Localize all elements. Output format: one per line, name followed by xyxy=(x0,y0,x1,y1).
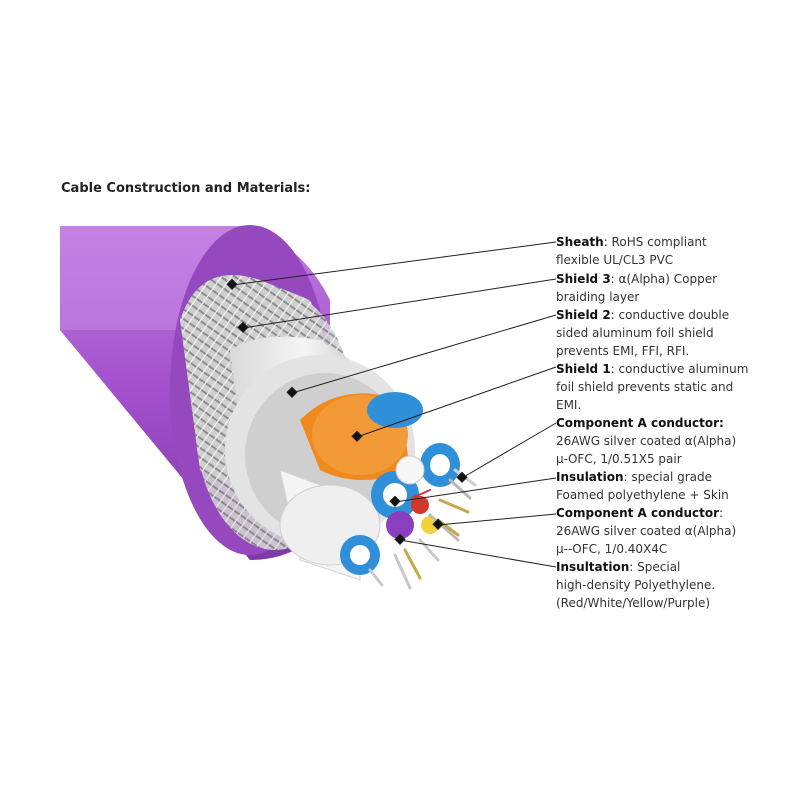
label-shield-1-desc1: : conductive aluminum xyxy=(610,362,749,376)
label-shield-3: Shield 3: α(Alpha) Copper braiding layer xyxy=(556,270,796,306)
label-component-a-1-desc3: μ-OFC, 1/0.51X5 pair xyxy=(556,452,682,466)
label-component-a-1-desc1: : xyxy=(719,416,724,430)
label-shield-2-desc3: prevents EMI, FFI, RFI. xyxy=(556,344,690,358)
label-sheath-name: Sheath xyxy=(556,235,604,249)
label-shield-2-name: Shield 2 xyxy=(556,308,611,322)
label-shield-2-desc2: sided aluminum foil shield xyxy=(556,326,714,340)
label-sheath-desc1: : RoHS compliant xyxy=(603,235,707,249)
label-component-a-1: Component A conductor: 26AWG silver coat… xyxy=(556,414,796,468)
label-shield-2: Shield 2: conductive double sided alumin… xyxy=(556,306,796,360)
label-insulation-desc1: : special grade xyxy=(623,470,712,484)
label-shield-1-desc2: foil shield prevents static and xyxy=(556,380,734,394)
label-sheath-desc2: flexible UL/CL3 PVC xyxy=(556,253,674,267)
label-component-a-1-desc2: 26AWG silver coated α(Alpha) xyxy=(556,434,737,448)
label-shield-3-desc1: : α(Alpha) Copper xyxy=(610,272,718,286)
label-component-a-2-desc1: : xyxy=(719,506,724,520)
label-shield-1-desc3: EMI. xyxy=(556,398,582,412)
label-insultation: Insultation: Special high-density Polyet… xyxy=(556,558,796,612)
label-component-a-1-name: Component A conductor xyxy=(556,416,720,430)
diagram-title: Cable Construction and Materials: xyxy=(61,181,311,196)
label-sheath: Sheath: RoHS compliant flexible UL/CL3 P… xyxy=(556,233,796,269)
label-shield-3-desc2: braiding layer xyxy=(556,290,640,304)
label-insultation-name: Insultation xyxy=(556,560,630,574)
label-insultation-desc3: (Red/White/Yellow/Purple) xyxy=(556,596,711,610)
label-insulation: Insulation: special grade Foamed polyeth… xyxy=(556,468,796,504)
label-component-a-2-desc3: μ--OFC, 1/0.40X4C xyxy=(556,542,668,556)
label-component-a-2-desc2: 26AWG silver coated α(Alpha) xyxy=(556,524,737,538)
label-shield-2-desc1: : conductive double xyxy=(610,308,730,322)
label-component-a-2-name: Component A conductor xyxy=(556,506,720,520)
conductor-bundle xyxy=(279,392,477,590)
leader-lines xyxy=(226,241,557,568)
label-shield-3-name: Shield 3 xyxy=(556,272,611,286)
label-component-a-2: Component A conductor: 26AWG silver coat… xyxy=(556,504,796,558)
label-shield-1: Shield 1: conductive aluminum foil shiel… xyxy=(556,360,796,414)
label-shield-1-name: Shield 1 xyxy=(556,362,611,376)
label-insultation-desc1: : Special xyxy=(629,560,681,574)
label-insulation-name: Insulation xyxy=(556,470,624,484)
label-insulation-desc2: Foamed polyethylene + Skin xyxy=(556,488,729,502)
label-insultation-desc2: high-density Polyethylene. xyxy=(556,578,716,592)
